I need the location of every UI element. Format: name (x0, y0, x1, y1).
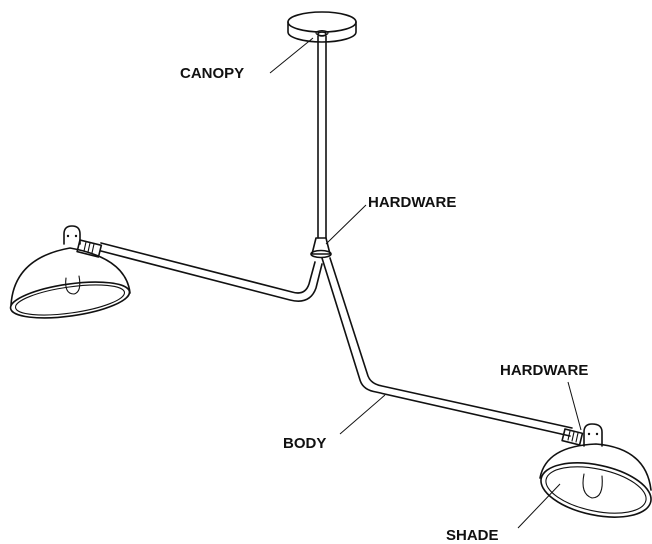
body-arm (321, 257, 573, 437)
left-arm (100, 242, 323, 302)
body-leader (339, 394, 386, 435)
hardware-top-label: HARDWARE (368, 194, 456, 211)
hardware-top-leader (325, 204, 367, 245)
body-label: BODY (283, 435, 326, 452)
left-shade (9, 225, 131, 319)
canopy-label: CANOPY (180, 65, 244, 82)
shade-leader (517, 483, 561, 529)
hardware-right-label: HARDWARE (500, 362, 588, 379)
stem (317, 35, 327, 239)
right-shade (539, 423, 652, 518)
hardware-right-leader (567, 381, 582, 431)
canopy-leader (269, 37, 314, 74)
canopy (287, 11, 357, 43)
shade-label: SHADE (446, 527, 499, 544)
center-hardware (310, 237, 332, 259)
leader-lines (269, 37, 582, 529)
